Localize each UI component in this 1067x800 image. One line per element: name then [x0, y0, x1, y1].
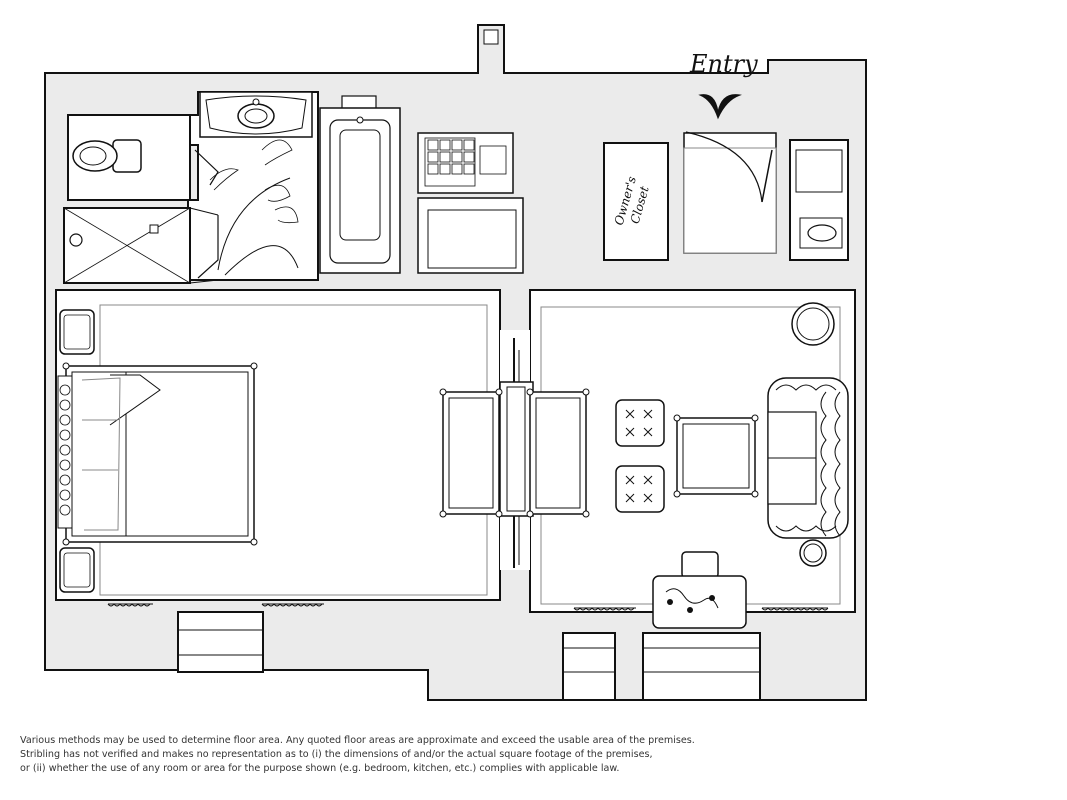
window-bay-left: [177, 611, 264, 673]
vanity-fixture: [199, 91, 313, 138]
shower-fixture: [63, 207, 219, 284]
coffee-table: [673, 414, 759, 498]
entry-label: Entry: [690, 50, 758, 78]
window-bay-right: [642, 632, 761, 701]
toilet-fixture: [72, 139, 142, 173]
owners-closet: [603, 142, 669, 261]
ottoman-top: [615, 399, 665, 447]
floor-plan: [44, 24, 867, 701]
radiators: [107, 603, 829, 611]
kitchenette: [417, 132, 524, 274]
ottoman-bottom: [615, 465, 665, 513]
round-table-top: [791, 302, 835, 346]
disclaimer: Various methods may be used to determine…: [20, 734, 1060, 776]
entry-marker-icon: [698, 94, 742, 120]
bathroom-door-swings: [194, 139, 299, 279]
disclaimer-line: Stribling has not verified and makes no …: [20, 749, 653, 760]
powder-room: [789, 139, 849, 261]
desk: [652, 575, 747, 629]
disclaimer-line: or (ii) whether the use of any room or a…: [20, 763, 620, 774]
window-bay-middle: [562, 632, 616, 701]
console-living-side: [526, 388, 590, 518]
bathtub-fixture: [319, 95, 401, 274]
bed: [57, 362, 258, 546]
bathroom: [63, 91, 401, 284]
passage: [499, 330, 534, 570]
nightstand-bottom: [59, 547, 95, 593]
disclaimer-line: Various methods may be used to determine…: [20, 735, 695, 746]
entry-foyer: [683, 131, 777, 254]
sofa: [767, 377, 849, 539]
round-table-bottom: [799, 539, 827, 567]
cooktop: [424, 137, 507, 187]
desk-chair: [681, 551, 719, 579]
console-bedroom-side: [439, 388, 503, 518]
nightstand-top: [59, 309, 95, 355]
